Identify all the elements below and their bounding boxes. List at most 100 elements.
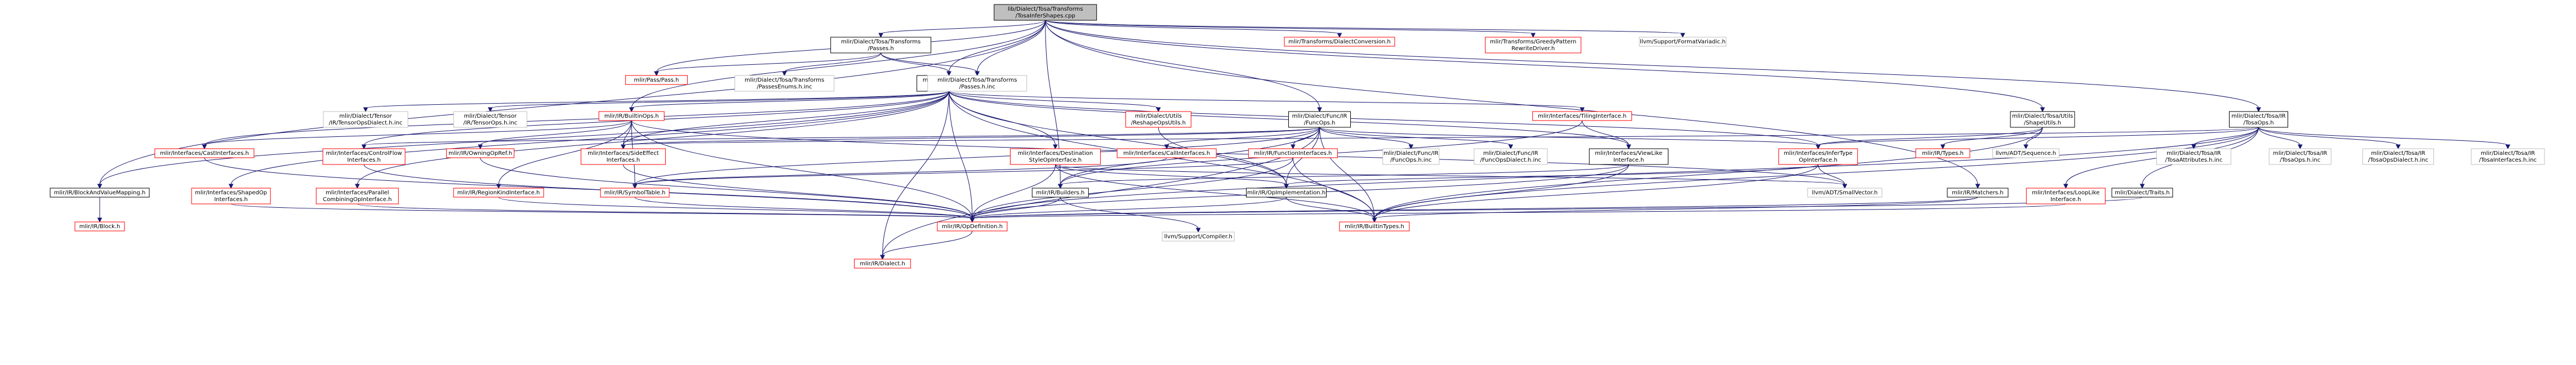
node-label: mlir/IR/OpDefinition.h [942,224,1003,230]
node-label: mlir/IR/RegionKindInterface.h [457,190,540,196]
node-reshapeutils[interactable]: mlir/Dialect/Utils/ReshapeOpsUtils.h [1125,111,1191,128]
node-regionkind[interactable]: mlir/IR/RegionKindInterface.h [453,188,544,198]
node-castiface[interactable]: mlir/Interfaces/CastInterfaces.h [154,148,255,158]
node-label: mlir/IR/BlockAndValueMapping.h [54,190,146,196]
node-label: mlir/Dialect/Tosa/Transforms [745,77,824,83]
node-owningopref[interactable]: mlir/IR/OwningOpRef.h [446,148,515,158]
node-greedy[interactable]: mlir/Transforms/GreedyPatternRewriteDriv… [1485,37,1582,54]
node-tilingiface[interactable]: mlir/Interfaces/TilingInterface.h [1532,111,1632,121]
node-funcops_h[interactable]: mlir/Dialect/Func/IR/FuncOps.h [1288,111,1351,128]
node-box [600,188,670,198]
node-parallel[interactable]: mlir/Interfaces/ParallelCombiningOpInter… [315,188,399,204]
node-smallvector: llvm/ADT/SmallVector.h [1807,188,1883,198]
node-builtinops[interactable]: mlir/IR/BuiltinOps.h [598,111,665,121]
node-label: mlir/IR/FunctionInterfaces.h [1254,150,1332,157]
node-box [1125,111,1191,128]
edge-passes_h-to-passes_enums [782,52,882,77]
node-box [994,4,1097,21]
node-label: /Passes.h.inc [959,84,995,90]
node-label: mlir/Dialect/Tosa/IR [2481,150,2535,157]
node-traits[interactable]: mlir/Dialect/Traits.h [2111,188,2173,198]
edge-tosaops_h-to-infertype [1816,127,2259,150]
node-functioniface[interactable]: mlir/IR/FunctionInterfaces.h [1248,148,1338,158]
node-label: mlir/Transforms/GreedyPattern [1490,39,1576,45]
edge-tilingiface-to-viewlike [1582,120,1631,150]
edge-opdef-to-dialect_h [880,230,973,260]
node-dialect_h[interactable]: mlir/IR/Dialect.h [854,259,911,269]
edge-viewlike-to-builders [1057,164,1629,189]
node-func_ops_inc: mlir/Dialect/Func/IR/FuncOps.h.inc [1382,148,1440,165]
node-box [154,148,255,158]
node-callinterfaces[interactable]: mlir/Interfaces/CallInterfaces.h [1116,148,1217,158]
edge-tosaops_h-to-builtintypes [1372,127,2259,223]
node-label: /TosaOpsDialect.h.inc [2368,157,2428,163]
node-box [2026,188,2106,204]
node-label: mlir/IR/BuiltinOps.h [604,113,659,119]
edges-layer [97,20,2511,260]
node-label: mlir/Dialect/Utils [1135,113,1182,119]
node-builtintypes[interactable]: mlir/IR/BuiltinTypes.h [1339,221,1410,232]
node-box [74,221,125,232]
node-box [2268,148,2332,165]
node-label: mlir/Pass/Pass.h [634,77,679,83]
node-symboltable[interactable]: mlir/IR/SymbolTable.h [600,188,670,198]
node-label: /TosaAttributes.h.inc [2165,157,2222,163]
node-irtypes[interactable]: mlir/IR/Types.h [1915,148,1970,158]
node-label: mlir/Interfaces/SideEffect [588,150,659,157]
edge-infertype-to-builtintypes [1372,164,1819,223]
node-label: /TosaInterfaces.h.inc [2479,157,2537,163]
node-destination[interactable]: mlir/Interfaces/DestinationStyleOpInterf… [1009,148,1101,165]
node-box [2010,111,2075,128]
node-passes_h[interactable]: mlir/Dialect/Tosa/Transforms/Passes.h [830,37,932,54]
node-label: llvm/ADT/SmallVector.h [1812,190,1878,196]
node-blockvalue[interactable]: mlir/IR/BlockAndValueMapping.h [50,188,150,198]
edge-passes_h-to-passes_inc [880,52,980,77]
node-box [1162,232,1235,242]
node-block_h[interactable]: mlir/IR/Block.h [74,221,125,232]
edge-traits-to-opdef [969,197,2143,223]
node-box [1288,111,1351,128]
node-label: /PassesEnums.h.inc [757,84,812,90]
node-label: mlir/Interfaces/ControlFlow [326,150,402,157]
edge-regionkind-to-opdef [498,197,975,223]
edge-blockvalue-to-block_h [97,197,103,223]
node-label: Interfaces.h [214,197,248,203]
node-builders[interactable]: mlir/IR/Builders.h [1031,188,1089,198]
node-opimpl[interactable]: mlir/IR/OpImplementation.h [1246,188,1327,198]
node-box [2228,111,2288,128]
node-matchers[interactable]: mlir/IR/Matchers.h [1947,188,2009,198]
node-label: /FuncOpsDialect.h.inc [1480,157,1541,163]
node-label: mlir/Dialect/Tosa/IR [2166,150,2221,157]
node-label: mlir/IR/Matchers.h [1952,190,2004,196]
node-box [1009,148,1101,165]
node-box [830,37,932,54]
edge-builtinops-to-castiface [202,120,632,150]
node-label: mlir/IR/Builders.h [1036,190,1084,196]
node-tosadialect_inc: mlir/Dialect/Tosa/IR/TosaOpsDialect.h.in… [2362,148,2434,165]
edge-passes_h-to-pass_h [654,52,882,77]
node-label: lib/Dialect/Tosa/Transforms [1008,6,1083,12]
node-opdef[interactable]: mlir/IR/OpDefinition.h [937,221,1008,232]
node-tosaattr_inc: mlir/Dialect/Tosa/IR/TosaAttributes.h.in… [2156,148,2231,165]
node-tosaops_h[interactable]: mlir/Dialect/Tosa/IR/TosaOps.h [2228,111,2288,128]
node-box [1248,148,1338,158]
node-label: mlir/Dialect/Tosa/IR [2231,113,2285,119]
edge-callinterfaces-to-symboltable [632,157,1167,189]
node-label: mlir/IR/OpImplementation.h [1247,190,1325,196]
node-box [1284,37,1395,47]
node-pass_h[interactable]: mlir/Pass/Pass.h [625,75,688,85]
node-label: mlir/Interfaces/ShapedOp [195,190,267,196]
edge-destination-to-opimpl [1055,164,1289,189]
node-box [453,111,527,128]
node-box [735,75,835,92]
node-shapeutils[interactable]: mlir/Dialect/Tosa/Utils/ShapeUtils.h [2010,111,2075,128]
node-label: mlir/Dialect/Tosa/IR [2371,150,2425,157]
node-label: mlir/Interfaces/TilingInterface.h [1538,113,1626,119]
node-dialect_conv[interactable]: mlir/Transforms/DialectConversion.h [1284,37,1395,47]
